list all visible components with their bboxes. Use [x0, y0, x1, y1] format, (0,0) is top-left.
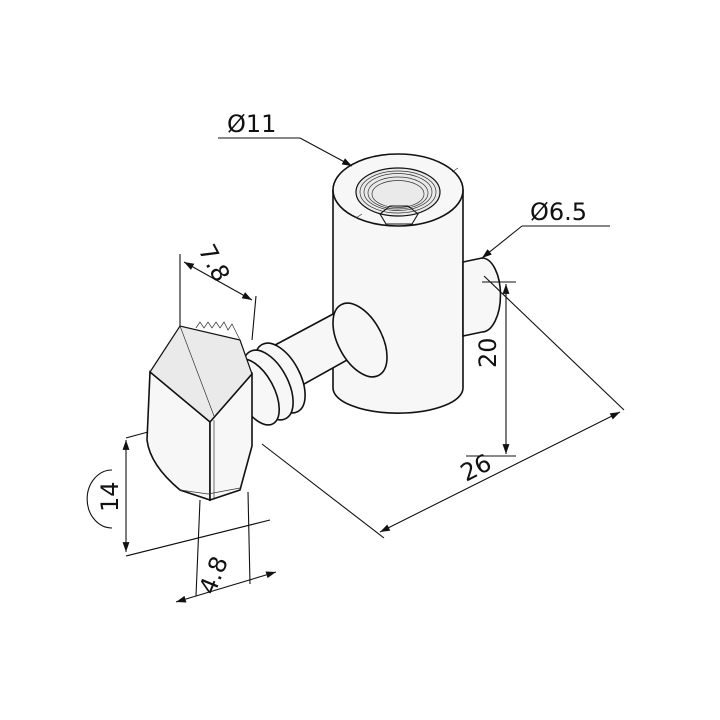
head-thickness-label: 4.8: [194, 552, 234, 598]
cylinder-body: [332, 153, 464, 414]
dimension-hole-diameter: Ø6.5: [481, 198, 610, 259]
bore-diameter-label: Ø11: [227, 110, 276, 138]
head-height-label: 14: [96, 481, 124, 512]
dimension-bore-diameter: Ø11: [218, 110, 353, 167]
hammer-head: [146, 321, 253, 502]
dimension-head-height: 14: [86, 431, 271, 557]
dimension-head-thickness: 4.8: [175, 491, 277, 603]
body-height-label: 20: [474, 337, 502, 368]
rear-pin: [462, 257, 502, 337]
overall-length-label: 26: [456, 449, 496, 488]
head-width-label: 7.8: [193, 240, 236, 287]
hole-diameter-label: Ø6.5: [530, 198, 587, 226]
